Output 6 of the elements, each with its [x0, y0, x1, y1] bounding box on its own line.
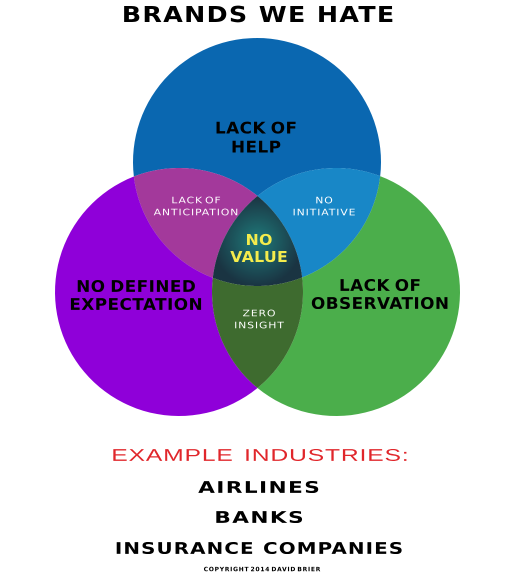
- overlap-region: ZERO INSIGHT: [212, 278, 303, 388]
- list-item: INSURANCE COMPANIES: [116, 542, 402, 554]
- list-item: BANKS: [216, 510, 302, 524]
- title: BRANDS WE HATE: [124, 6, 392, 22]
- heading: EXAMPLE INDUSTRIES:: [113, 448, 406, 462]
- list-item: AIRLINES: [198, 480, 318, 494]
